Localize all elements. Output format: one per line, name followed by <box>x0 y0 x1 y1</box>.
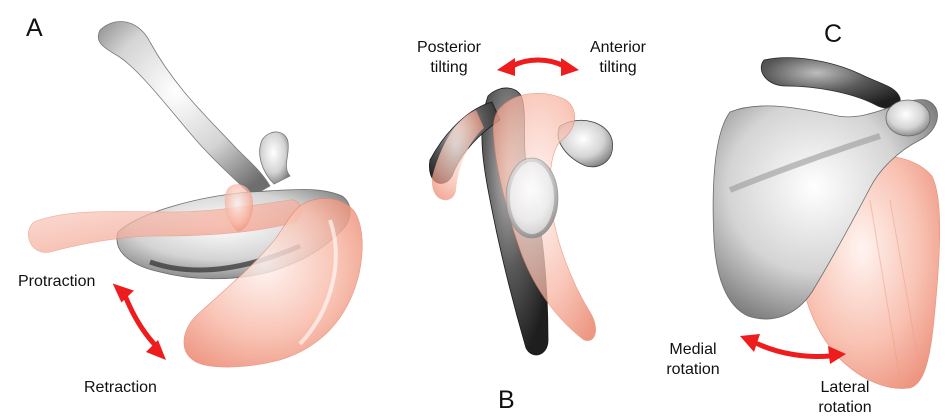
coracoid-gray <box>260 132 290 184</box>
label-anterior-tilting: tilting <box>578 58 658 78</box>
panel-b <box>429 58 612 355</box>
label-anterior: Anterior <box>578 38 658 58</box>
panel-letter-b: B <box>498 388 515 413</box>
label-medial-rotation: rotation <box>658 360 728 380</box>
panel-a <box>28 21 362 367</box>
panel-c <box>713 58 940 389</box>
label-retraction: Retraction <box>84 378 157 398</box>
label-medial: Medial <box>658 340 728 360</box>
clavicle-gray <box>98 21 270 196</box>
label-protraction: Protraction <box>18 272 95 292</box>
clavicle-c <box>761 58 900 109</box>
panel-letter-a: A <box>26 16 43 41</box>
tilting-arrow <box>497 58 579 76</box>
protraction-retraction-arrow <box>113 281 166 360</box>
panel-letter-c: C <box>824 22 842 47</box>
glenoid-highlight <box>510 162 554 234</box>
label-lateral: Lateral <box>810 378 880 398</box>
label-posterior-tilting: tilting <box>404 58 494 78</box>
label-posterior: Posterior <box>404 38 494 58</box>
label-lateral-rotation: rotation <box>810 398 880 416</box>
acromion-c <box>886 100 930 136</box>
